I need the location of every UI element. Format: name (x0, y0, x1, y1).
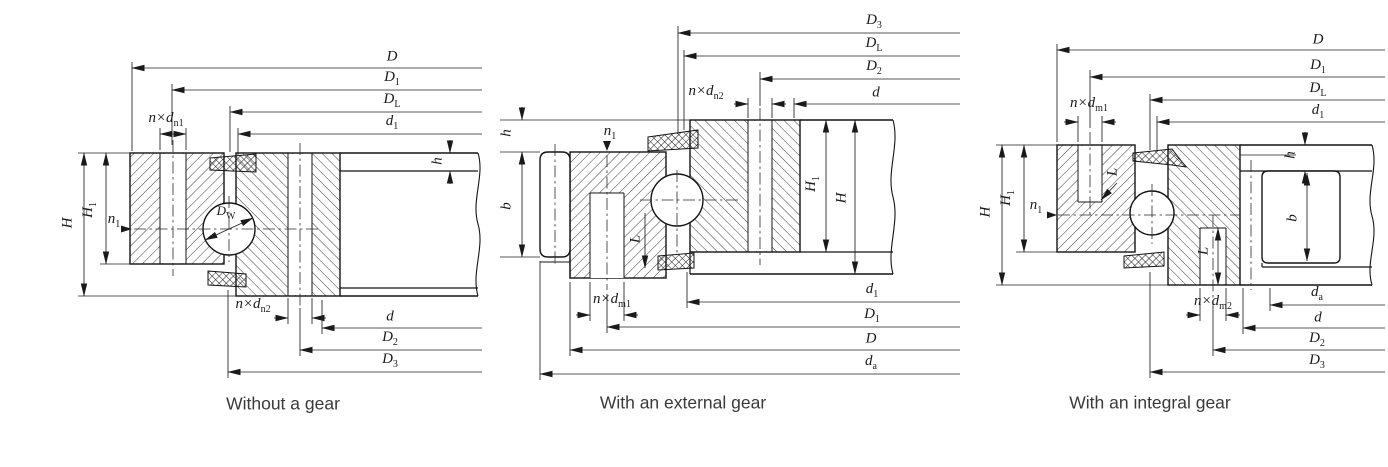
caption-without-gear: Without a gear (226, 393, 340, 414)
wg-dim-d1: d1 (385, 113, 399, 132)
ig-dim-H1: H1 (998, 190, 1017, 206)
eg-dim-h: h (498, 129, 515, 137)
eg-dim-L: L (627, 234, 644, 244)
eg-centerlines (554, 108, 761, 290)
ig-dim-D1: D1 (1310, 57, 1326, 76)
ig-dim-d1: d1 (1311, 102, 1325, 121)
eg-dim-D3: D3 (866, 12, 882, 31)
wg-dimensions (78, 62, 482, 378)
wg-dim-DL: DL (383, 91, 401, 110)
eg-dim-n1: n1 (603, 123, 617, 142)
wg-dim-n1: n1 (107, 211, 121, 230)
ig-inner-ring (1056, 144, 1136, 253)
ig-centerlines (1058, 132, 1252, 298)
eg-inner-ring (539, 151, 667, 279)
ig-dim-H: H (977, 206, 994, 218)
wg-dim-h: h (429, 157, 446, 165)
ig-dim-n1: n1 (1029, 197, 1043, 216)
wg-dim-n-dn2: n×dn2 (235, 296, 271, 315)
eg-dim-H: H (833, 192, 850, 204)
section-integral-gear (996, 44, 1385, 378)
wg-dim-H1: H1 (80, 202, 99, 218)
ig-dim-L-bottom: L (1195, 246, 1212, 256)
ig-dim-n-dm2: n×dm2 (1194, 293, 1232, 312)
eg-dim-d1: d1 (865, 281, 879, 300)
ig-dim-d: d (1314, 309, 1322, 326)
eg-dim-H1: H1 (803, 176, 822, 192)
wg-dim-D3: D3 (382, 351, 398, 370)
ig-dim-h: h (1282, 151, 1299, 159)
wg-dim-D1: D1 (384, 69, 400, 88)
section-external-gear (500, 26, 960, 380)
eg-dim-d: d (872, 84, 880, 101)
eg-dimensions (500, 26, 960, 380)
break-line (890, 119, 896, 275)
eg-seals (647, 129, 699, 271)
ig-dim-DL: DL (1309, 80, 1327, 99)
ig-dim-D2: D2 (1309, 330, 1325, 349)
gear-tooth (1261, 170, 1341, 264)
eg-n1-arrow (603, 141, 611, 151)
ig-dim-D3: D3 (1309, 352, 1325, 371)
eg-dim-D1: D1 (864, 306, 880, 325)
wg-dim-DW: DW (216, 203, 236, 222)
eg-outer-ring (689, 119, 896, 275)
ig-dim-da: da (1311, 284, 1323, 303)
ig-dim-n-dm1: n×dm1 (1070, 95, 1108, 114)
wg-dim-D: D (386, 48, 398, 65)
section-without-gear (78, 62, 482, 378)
wg-n1-arrow (121, 225, 132, 233)
eg-dim-b: b (498, 202, 515, 210)
eg-dim-n-dn2: n×dn2 (688, 83, 724, 102)
break-line (475, 152, 481, 297)
eg-dim-D2: D2 (866, 58, 882, 77)
caption-integral-gear: With an integral gear (1069, 392, 1231, 413)
eg-dim-D: D (865, 330, 877, 347)
break-line (1369, 144, 1375, 286)
wg-dim-d: d (386, 308, 394, 325)
ig-dim-D: D (1312, 31, 1324, 48)
wg-dim-H: H (59, 217, 76, 229)
ig-seals (1123, 148, 1188, 269)
ig-dim-L-top: L (1104, 167, 1121, 177)
caption-external-gear: With an external gear (599, 392, 767, 413)
wg-centerlines (134, 140, 320, 308)
eg-dim-da: da (865, 353, 877, 372)
wg-seals (207, 153, 257, 288)
ig-dimensions (996, 44, 1385, 378)
eg-dim-DL: DL (865, 35, 883, 54)
wg-dim-n-dn1: n×dn1 (148, 110, 184, 129)
ig-dim-b: b (1284, 214, 1301, 222)
ig-n1-arrow (1047, 211, 1057, 219)
wg-outer-ring (235, 152, 481, 297)
wg-dim-D2: D2 (382, 329, 398, 348)
eg-dim-n-dm1: n×dm1 (593, 291, 631, 310)
